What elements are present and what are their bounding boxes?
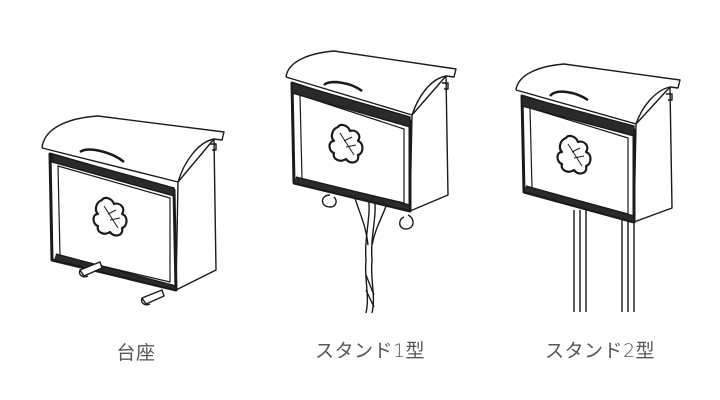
mailbox-base-illustration [38, 110, 228, 315]
mailbox-stand2-illustration [510, 60, 685, 315]
caption-base: 台座 [116, 342, 156, 364]
mailbox-stand2-drawing [515, 63, 681, 312]
mailbox-base-drawing [41, 115, 225, 306]
mailbox-stand1-drawing [285, 50, 457, 314]
mailbox-stand1-illustration [280, 45, 460, 315]
caption-stand1: スタンド1型 [314, 340, 426, 362]
caption-stand2: スタンド2型 [544, 340, 656, 362]
